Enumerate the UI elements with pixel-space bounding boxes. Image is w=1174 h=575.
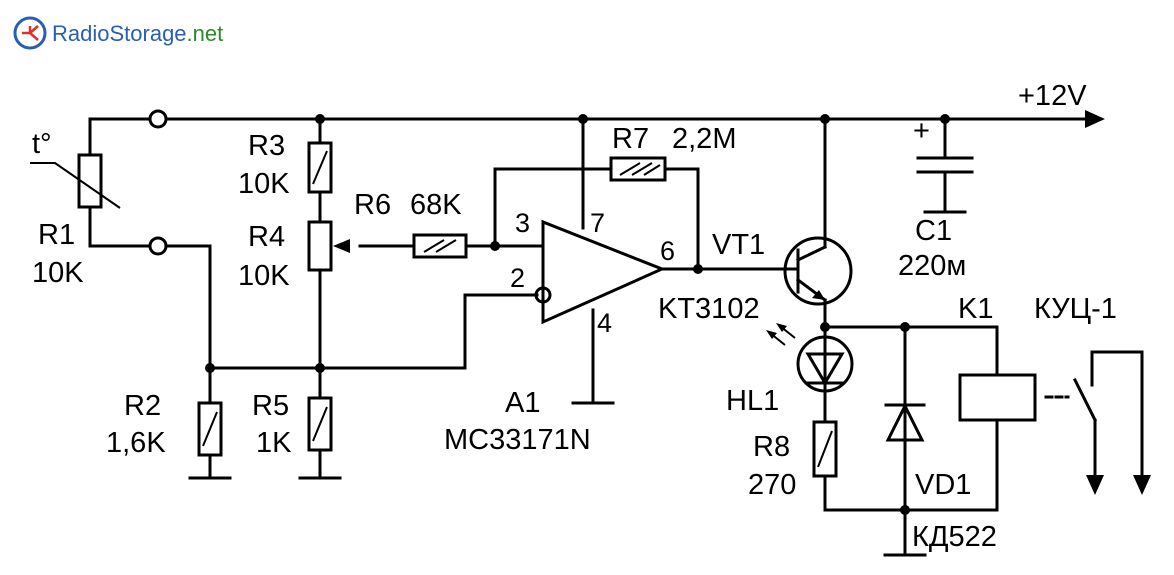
k1-ref: K1: [958, 293, 993, 325]
k1-relay: [958, 350, 1151, 495]
r1-sensor-mark: t°: [32, 128, 52, 160]
r1-thermistor: [30, 153, 121, 209]
logo-text: RadioStorage.net: [52, 21, 223, 46]
supply-arrow-icon: [1085, 110, 1105, 128]
a1-pin-7: 7: [590, 208, 605, 238]
junctions: [205, 114, 950, 515]
r6-value: 68K: [410, 189, 462, 221]
vd1-part: КД522: [912, 521, 997, 553]
c1-ref: C1: [915, 215, 952, 247]
r4-ref: R4: [248, 221, 285, 253]
a1-opamp: [534, 219, 666, 325]
c1-capacitor: [916, 156, 974, 174]
r6-ref: R6: [354, 189, 391, 221]
a1-part: MC33171N: [444, 424, 591, 456]
r7-resistor: [609, 156, 667, 182]
r2-ref: R2: [124, 390, 161, 422]
r7-ref: R7: [612, 123, 649, 155]
r2-value: 1,6K: [106, 427, 166, 459]
r1-value: 10K: [32, 257, 84, 289]
c1-polarity: +: [913, 115, 930, 147]
k1-part: КУЦ-1: [1034, 293, 1117, 325]
sensor-terminals: [148, 109, 168, 256]
r5-ref: R5: [252, 390, 289, 422]
a1-pin-2: 2: [510, 263, 525, 293]
vt1-transistor: [783, 236, 853, 306]
a1-pin-6: 6: [660, 236, 675, 266]
r4-potentiometer: [307, 220, 350, 272]
r3-value: 10K: [238, 168, 290, 200]
a1-ref: A1: [505, 387, 540, 419]
r8-ref: R8: [753, 431, 790, 463]
r4-value: 10K: [238, 260, 290, 292]
r3-ref: R3: [248, 130, 285, 162]
a1-pin-3: 3: [515, 208, 530, 238]
site-logo: RadioStorage.net: [13, 16, 223, 50]
r5-value: 1K: [256, 427, 292, 459]
r5-resistor: [307, 396, 333, 452]
vd1-diode: [884, 402, 926, 442]
supply-label: +12V: [1018, 80, 1087, 112]
r2-resistor: [197, 401, 223, 457]
vd1-ref: VD1: [915, 469, 971, 501]
vt1-ref: VT1: [712, 229, 765, 261]
r6-resistor: [412, 233, 468, 259]
logo-emblem-mark: [22, 25, 39, 41]
r3-resistor: [307, 141, 333, 194]
r8-resistor: [812, 420, 838, 478]
wiper-arrow-icon: [333, 239, 350, 253]
vt1-part: KT3102: [658, 293, 760, 325]
a1-pin-4: 4: [597, 308, 612, 338]
r8-value: 270: [748, 469, 796, 501]
r7-value: 2,2M: [672, 123, 736, 155]
c1-value: 220м: [898, 250, 966, 282]
r1-ref: R1: [38, 219, 75, 251]
hl1-ref: HL1: [726, 385, 779, 417]
hl1-led: [766, 323, 854, 394]
